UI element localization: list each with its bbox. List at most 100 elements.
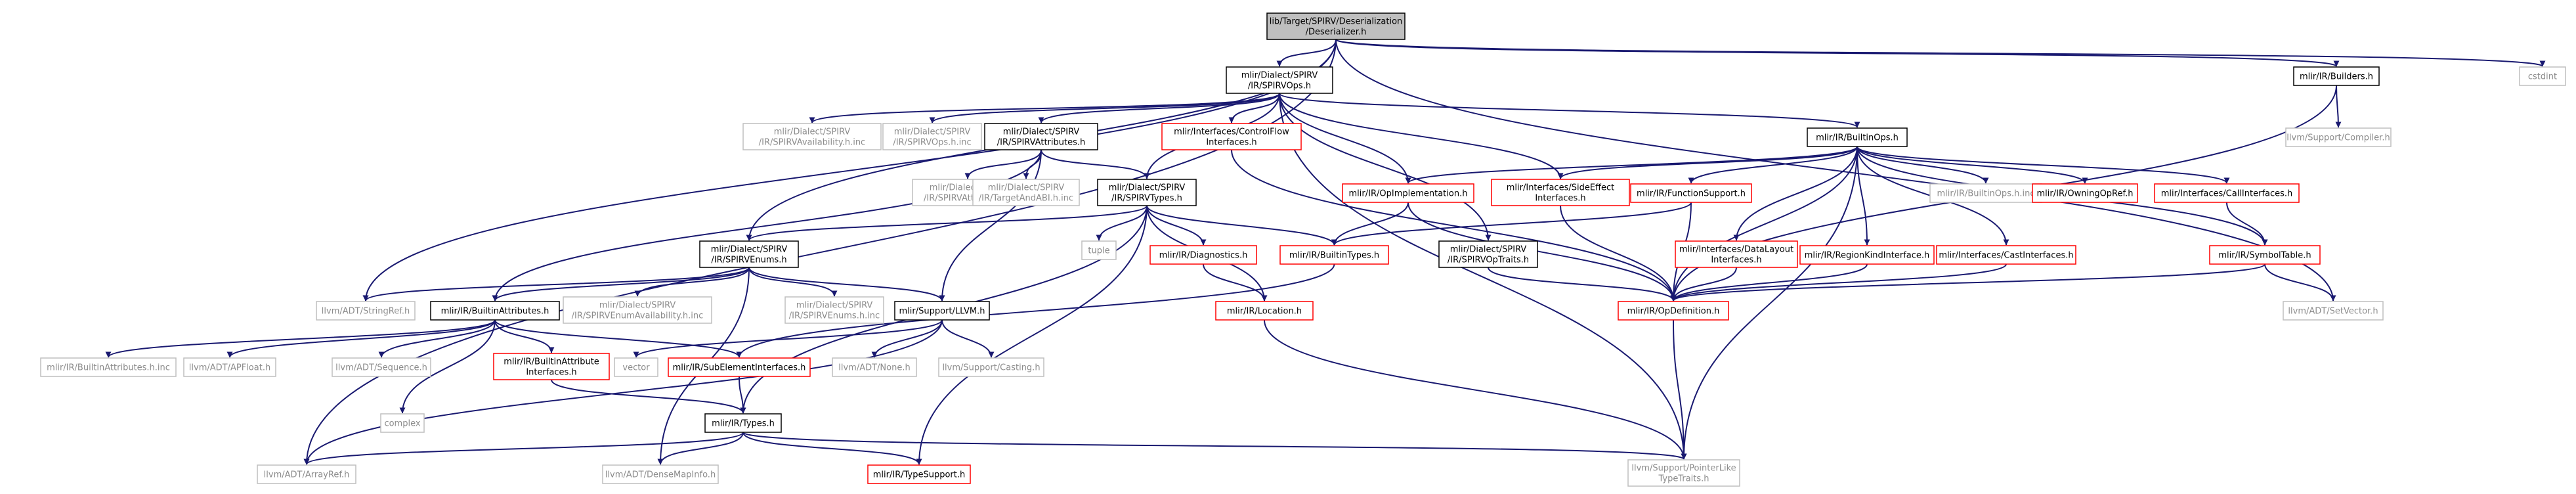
edge-builtinattrs-to-complex (399, 319, 496, 414)
node-castiface[interactable]: mlir/Interfaces/CastInterfaces.h (1936, 245, 2076, 265)
node-label-complex-0: complex (384, 419, 420, 429)
node-builtintypes[interactable]: mlir/IR/BuiltinTypes.h (1279, 245, 1389, 265)
node-box-castiface (1936, 245, 2076, 265)
node-label-owningopref-0: mlir/IR/OwningOpRef.h (2037, 189, 2134, 199)
node-battrinc: mlir/IR/BuiltinAttributes.h.inc (40, 357, 177, 377)
node-attrs[interactable]: mlir/Dialect/SPIRV/IR/SPIRVAttributes.h (984, 123, 1098, 150)
node-label-sideeff-1: Interfaces.h (1535, 194, 1585, 204)
node-box-targetabi (972, 179, 1080, 206)
node-targetabi: mlir/Dialect/SPIRV/IR/TargetAndABI.h.inc (972, 179, 1080, 206)
node-label-llvmh-0: mlir/Support/LLVM.h (899, 307, 985, 317)
node-label-dlayout-1: Interfaces.h (1711, 256, 1761, 265)
edge-llvmh-to-vector (633, 319, 943, 358)
edge-enums-to-enumavail (634, 267, 750, 297)
node-builtinattrs[interactable]: mlir/IR/BuiltinAttributes.h (430, 301, 560, 321)
node-box-llvmh (894, 301, 990, 321)
node-label-symtable-0: mlir/IR/SymbolTable.h (2218, 251, 2311, 261)
node-label-enums-1: /IR/SPIRVEnums.h (711, 256, 786, 265)
node-funcsupport[interactable]: mlir/IR/FunctionSupport.h (1630, 183, 1752, 203)
node-densemap: llvm/ADT/DenseMapInfo.h (602, 464, 719, 484)
node-builtinops[interactable]: mlir/IR/BuiltinOps.h (1807, 127, 1908, 147)
node-spirvops[interactable]: mlir/Dialect/SPIRV/IR/SPIRVOps.h (1226, 66, 1333, 94)
node-box-spirvops (1226, 66, 1333, 94)
node-box-owningopref (2032, 183, 2138, 203)
node-complex: complex (380, 413, 425, 433)
node-tuple: tuple (1081, 240, 1117, 260)
node-adtnone: llvm/ADT/None.h (832, 357, 917, 377)
node-builders[interactable]: mlir/IR/Builders.h (2293, 66, 2380, 86)
node-opdef[interactable]: mlir/IR/OpDefinition.h (1618, 301, 1729, 321)
node-root[interactable]: lib/Target/SPIRV/Deserialization/Deseria… (1266, 12, 1406, 40)
node-box-diagnostics (1149, 245, 1257, 265)
edge-builtinops-to-regionkind (1857, 146, 1870, 246)
node-box-adtnone (832, 357, 917, 377)
node-label-attrs-1: /IR/SPIRVAttributes.h (997, 138, 1085, 148)
node-label-ptrlike-0: llvm/Support/PointerLike (1631, 464, 1736, 474)
node-llvmh[interactable]: mlir/Support/LLVM.h (894, 301, 990, 321)
node-box-calliface (2154, 183, 2300, 203)
node-label-optraits-1: /IR/SPIRVOpTraits.h (1448, 256, 1529, 265)
node-irtypes[interactable]: mlir/IR/Types.h (704, 413, 782, 433)
node-label-types-1: /IR/SPIRVTypes.h (1111, 194, 1182, 204)
node-enums[interactable]: mlir/Dialect/SPIRV/IR/SPIRVEnums.h (699, 240, 799, 268)
node-label-adtnone-0: llvm/ADT/None.h (838, 363, 910, 373)
node-label-opsinc-0: mlir/Dialect/SPIRV (894, 127, 971, 137)
edge-root-to-cstdint (1335, 39, 2545, 67)
node-label-castiface-0: mlir/Interfaces/CastInterfaces.h (1939, 251, 2073, 261)
node-label-opimpl-0: mlir/IR/OpImplementation.h (1349, 189, 1468, 199)
node-label-enumavail-0: mlir/Dialect/SPIRV (599, 301, 676, 311)
edge-builtinops-to-owningopref (1857, 146, 2088, 184)
edge-enums-to-stringref (362, 267, 750, 302)
node-label-cstdint-0: cstdint (2528, 72, 2557, 82)
node-label-tuple-0: tuple (1088, 246, 1109, 256)
node-box-enumsinc (784, 296, 884, 324)
node-optraits[interactable]: mlir/Dialect/SPIRV/IR/SPIRVOpTraits.h (1438, 240, 1538, 268)
edge-llvmh-to-casting (941, 319, 995, 358)
node-box-typesupport (867, 464, 971, 484)
node-owningopref[interactable]: mlir/IR/OwningOpRef.h (2032, 183, 2138, 203)
edge-opdef-to-ptrlike (1673, 319, 1687, 460)
node-label-compiler-0: llvm/Support/Compiler.h (2286, 133, 2390, 143)
node-box-cstdint (2519, 66, 2566, 86)
edge-calliface-to-symtable (2226, 202, 2268, 246)
edge-cfiface-to-opdef (1231, 149, 1677, 302)
node-symtable[interactable]: mlir/IR/SymbolTable.h (2209, 245, 2321, 265)
node-label-calliface-0: mlir/Interfaces/CallInterfaces.h (2161, 189, 2293, 199)
node-diagnostics[interactable]: mlir/IR/Diagnostics.h (1149, 245, 1257, 265)
node-box-stringref (316, 301, 416, 321)
node-label-diagnostics-0: mlir/IR/Diagnostics.h (1159, 251, 1248, 261)
node-box-subelem (668, 357, 811, 377)
node-label-enums-0: mlir/Dialect/SPIRV (711, 245, 788, 255)
node-label-builtinopsinc-0: mlir/IR/BuiltinOps.h.inc (1937, 189, 2035, 199)
edge-irtypes-to-typesupport (742, 432, 922, 465)
node-subelem[interactable]: mlir/IR/SubElementInterfaces.h (668, 357, 811, 377)
edge-llvmh-to-arrayref (303, 319, 943, 465)
node-label-root-0: lib/Target/SPIRV/Deserialization (1270, 17, 1403, 27)
edge-irtypes-to-densemap (657, 432, 744, 465)
node-box-arrayref (257, 464, 356, 484)
edge-symtable-to-setvector (2264, 263, 2336, 302)
node-opimpl[interactable]: mlir/IR/OpImplementation.h (1342, 183, 1474, 203)
node-calliface[interactable]: mlir/Interfaces/CallInterfaces.h (2154, 183, 2300, 203)
edge-builtinops-to-dlayout (1733, 146, 1858, 241)
node-compiler: llvm/Support/Compiler.h (2285, 127, 2392, 147)
node-label-enumsinc-0: mlir/Dialect/SPIRV (796, 301, 873, 311)
node-regionkind[interactable]: mlir/IR/RegionKindInterface.h (1799, 245, 1935, 265)
node-label-apfloat-0: llvm/ADT/APFloat.h (189, 363, 270, 373)
node-enumsinc: mlir/Dialect/SPIRV/IR/SPIRVEnums.h.inc (784, 296, 884, 324)
node-location[interactable]: mlir/IR/Location.h (1215, 301, 1314, 321)
node-typesupport[interactable]: mlir/IR/TypeSupport.h (867, 464, 971, 484)
edge-root-to-spirvops (1276, 39, 1337, 67)
edge-opimpl-to-opdef (1407, 202, 1677, 302)
node-stringref: llvm/ADT/StringRef.h (316, 301, 416, 321)
node-label-densemap-0: llvm/ADT/DenseMapInfo.h (605, 470, 716, 480)
edge-builtinattrs-to-battrinc (105, 319, 496, 358)
node-types[interactable]: mlir/Dialect/SPIRV/IR/SPIRVTypes.h (1097, 179, 1197, 206)
node-label-regionkind-0: mlir/IR/RegionKindInterface.h (1805, 251, 1930, 261)
node-box-vector (614, 357, 658, 377)
edge-attrs-to-llvmh (939, 149, 1042, 302)
